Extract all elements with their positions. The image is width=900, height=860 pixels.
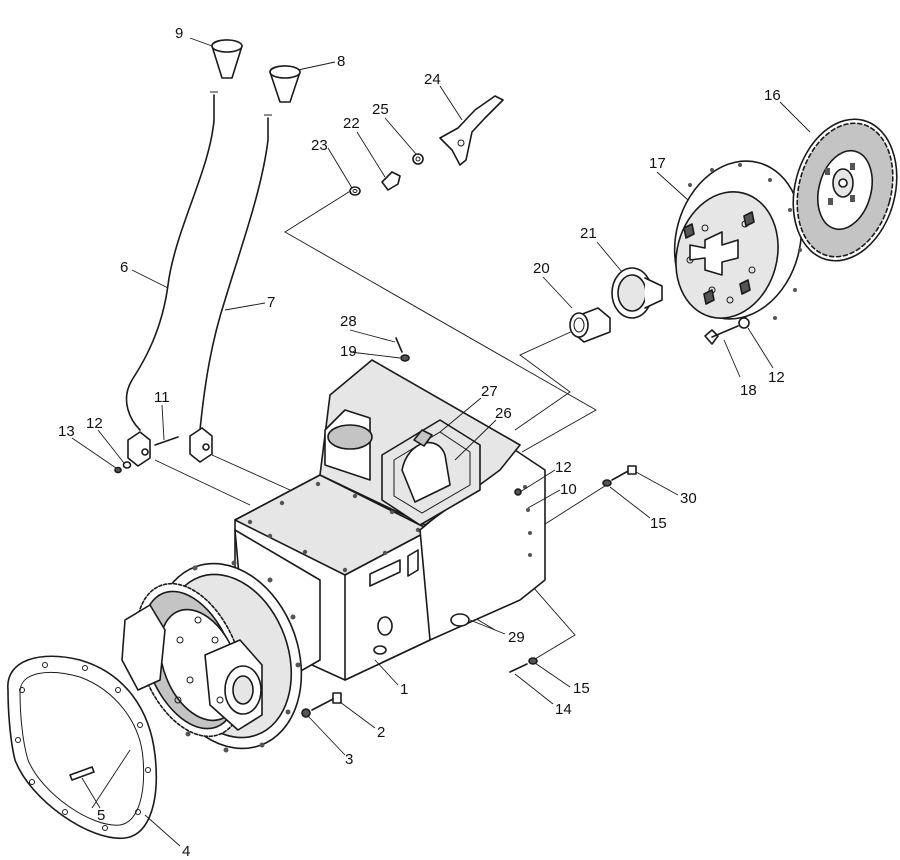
callout-25: 25 [372,101,389,118]
washer-part-12-side [514,488,522,496]
nut-part-23 [349,186,361,196]
callout-18: 18 [740,382,757,399]
lever-clevis-right [189,427,213,463]
callout-4: 4 [182,843,190,860]
callout-15-upper: 15 [650,515,667,532]
cotter-part-13 [114,466,122,474]
washer-part-3 [301,708,311,718]
clevis-pin-part-11 [154,436,179,446]
callout-30: 30 [680,490,697,507]
callout-28: 28 [340,313,357,330]
release-bearing-part-20 [569,307,611,343]
dowel-pin-part-5 [69,766,95,781]
callout-13: 13 [58,423,75,440]
callout-24: 24 [424,71,441,88]
pressure-plate-part-17 [673,160,803,327]
gasket-bolt-holes [15,662,151,831]
callout-12-upper: 12 [768,369,785,386]
washer-part-15-lower [528,657,538,665]
bolt-part-18 [704,325,739,345]
bearing-carrier-part-21 [611,267,663,319]
callout-22: 22 [343,115,360,132]
washer-part-25 [412,153,424,165]
callout-15-lower: 15 [573,680,590,697]
clutch-disc-part-16 [792,118,898,262]
callout-1: 1 [400,681,408,698]
callout-leaders [71,37,811,847]
shift-lever-part-7 [199,114,272,431]
callout-10: 10 [560,481,577,498]
callout-14: 14 [555,701,572,718]
shift-lever-part-6 [125,91,218,431]
callout-21: 21 [580,225,597,242]
assembly-lines [154,189,761,663]
lever-clevis-left [127,431,151,467]
callout-8: 8 [337,53,345,70]
callout-labels: 9 8 24 16 25 22 23 17 21 6 20 7 28 19 12… [58,25,785,860]
shift-knob-part-8 [269,65,301,103]
callout-19: 19 [340,343,357,360]
release-fork-part-24 [439,95,504,166]
callout-23: 23 [311,137,328,154]
callout-12-left: 12 [86,415,103,432]
bolt-part-28 [395,337,403,353]
callout-27: 27 [481,383,498,400]
callout-6: 6 [120,259,128,276]
callout-17: 17 [649,155,666,172]
cover-gasket-part-4 [7,655,158,839]
callout-11: 11 [154,389,170,406]
washer-part-12-left [122,461,132,469]
washer-part-12-right [738,317,750,329]
callout-5: 5 [97,807,105,824]
bolt-part-30 [611,465,637,481]
bolt-part-14 [509,663,528,673]
callout-12-side: 12 [555,459,572,476]
washer-part-15-upper [602,479,612,487]
callout-16: 16 [764,87,781,104]
fitting-part-22 [381,171,401,191]
bolt-part-2 [311,692,342,711]
callout-9: 9 [175,25,183,42]
shift-knob-part-9 [211,39,243,79]
callout-29: 29 [508,629,525,646]
callout-26: 26 [495,405,512,422]
cover-bolts [247,481,421,573]
washer-part-19 [400,354,410,362]
differential-assembly [121,529,321,753]
callout-7: 7 [267,294,275,311]
callout-3: 3 [345,751,353,768]
callout-2: 2 [377,724,385,741]
callout-20: 20 [533,260,550,277]
